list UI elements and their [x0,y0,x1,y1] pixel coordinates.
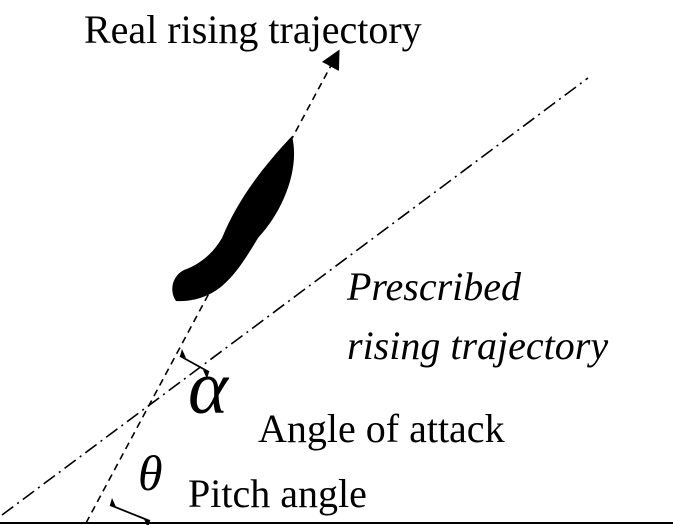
prescribed-trajectory-label-line1: Prescribed [347,264,522,309]
angle-of-attack-label: Angle of attack [258,406,505,451]
prescribed-trajectory-line [1,77,589,516]
theta-symbol: θ [138,445,163,501]
pitch-angle-label: Pitch angle [188,471,367,516]
pitch-angle-marker [109,504,151,522]
real-trajectory-label: Real rising trajectory [84,7,422,52]
angle-of-attack-marker [179,355,210,373]
alpha-symbol: α [188,346,228,430]
prescribed-trajectory-label-line2: rising trajectory [347,323,609,368]
real-trajectory-line [85,49,340,524]
swimmer-body-silhouette [172,136,295,302]
